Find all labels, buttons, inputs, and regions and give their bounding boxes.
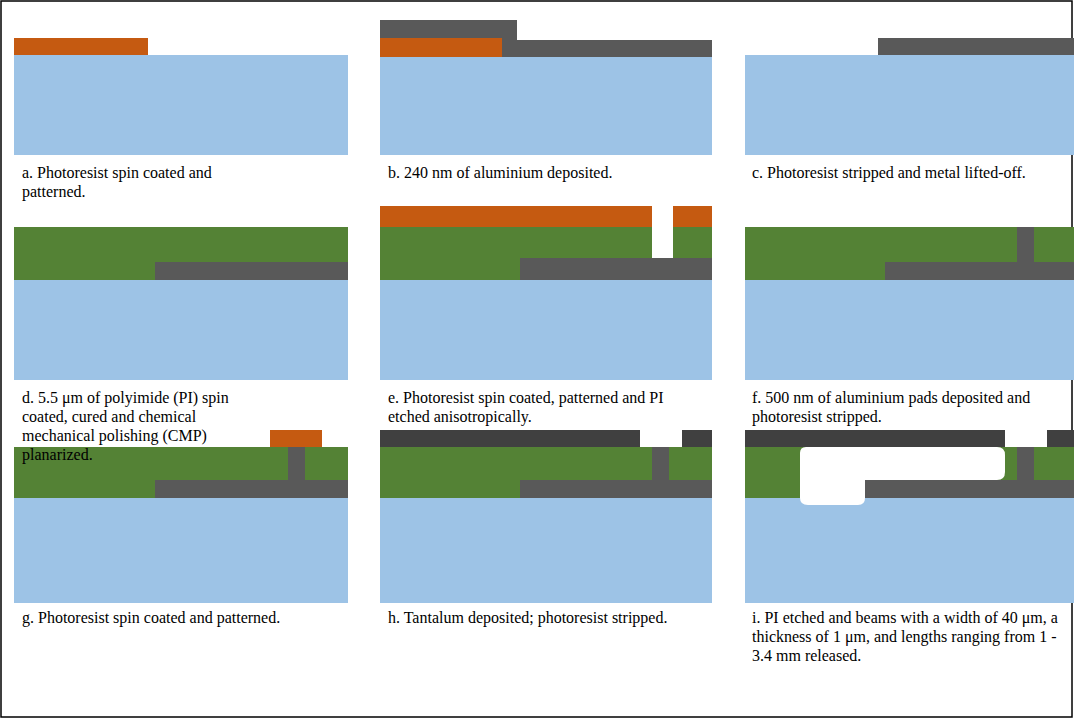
substrate [14, 55, 348, 155]
photoresist [380, 38, 502, 57]
aluminium-layer [155, 262, 348, 280]
tantalum-layer [380, 430, 640, 447]
tantalum-beam [745, 430, 1005, 447]
tantalum-layer [1047, 430, 1074, 447]
step-caption: a. Photoresist spin coated and patterned… [22, 163, 262, 201]
aluminium-layer [885, 262, 1074, 280]
aluminium-via [1017, 447, 1034, 480]
photoresist [270, 430, 322, 447]
step-caption: g. Photoresist spin coated and patterned… [22, 608, 322, 627]
substrate [14, 498, 348, 603]
polyimide-layer [380, 447, 712, 498]
aluminium-layer [520, 258, 712, 280]
photoresist [673, 206, 712, 227]
step-caption: i. PI etched and beams with a width of 4… [752, 608, 1062, 665]
step-caption: e. Photoresist spin coated, patterned an… [388, 388, 673, 426]
aluminium-via [1017, 227, 1034, 262]
photoresist [14, 38, 148, 55]
aluminium-layer [878, 38, 1074, 55]
polyimide-layer [14, 227, 348, 280]
substrate [380, 280, 712, 380]
substrate [745, 498, 1074, 603]
via-opening [652, 227, 673, 258]
step-caption: b. 240 nm of aluminium deposited. [388, 163, 688, 182]
substrate [745, 55, 1074, 155]
aluminium-via [288, 447, 305, 480]
substrate [380, 498, 712, 603]
aluminium-layer [520, 480, 712, 498]
polyimide-layer [745, 227, 1074, 280]
polyimide-layer [380, 227, 712, 280]
step-caption: c. Photoresist stripped and metal lifted… [752, 163, 1052, 182]
step-caption: f. 500 nm of aluminium pads deposited an… [752, 388, 1042, 426]
aluminium-layer [380, 20, 712, 57]
aluminium-layer [865, 480, 1074, 498]
photoresist [380, 206, 652, 227]
aluminium-layer [155, 480, 348, 498]
substrate [14, 280, 348, 380]
aluminium-via [652, 447, 669, 480]
step-caption: d. 5.5 μm of polyimide (PI) spin coated,… [22, 388, 272, 464]
substrate [380, 57, 712, 155]
tantalum-layer [682, 430, 712, 447]
step-caption: h. Tantalum deposited; photoresist strip… [388, 608, 698, 627]
released-cavity [800, 447, 1005, 505]
substrate [745, 280, 1074, 380]
